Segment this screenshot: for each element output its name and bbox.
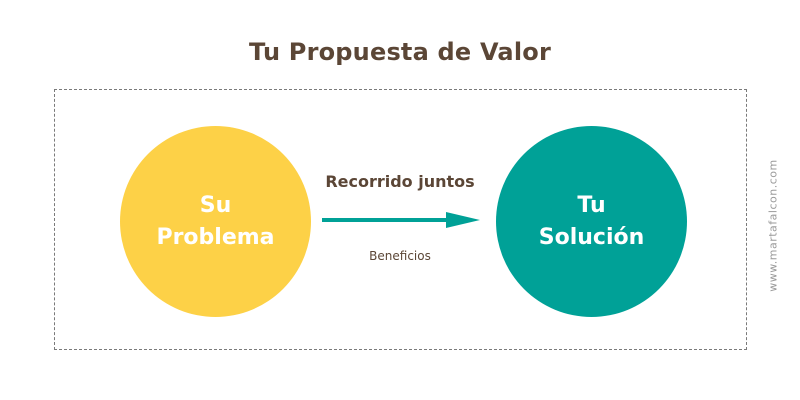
journey-label: Recorrido juntos <box>325 172 475 191</box>
watermark: www.martafalcon.com <box>766 150 780 300</box>
watermark-text: www.martafalcon.com <box>766 158 780 292</box>
diagram-title: Tu Propuesta de Valor <box>249 38 551 66</box>
solution-circle: Tu Solución <box>496 126 687 317</box>
benefits-label: Beneficios <box>369 249 431 263</box>
problem-circle: Su Problema <box>120 126 311 317</box>
problem-label: Su Problema <box>156 192 275 250</box>
arrow-head <box>446 212 480 228</box>
arrow-right-icon <box>322 212 480 228</box>
dashed-frame <box>54 89 747 350</box>
solution-label: Tu Solución <box>538 192 645 250</box>
